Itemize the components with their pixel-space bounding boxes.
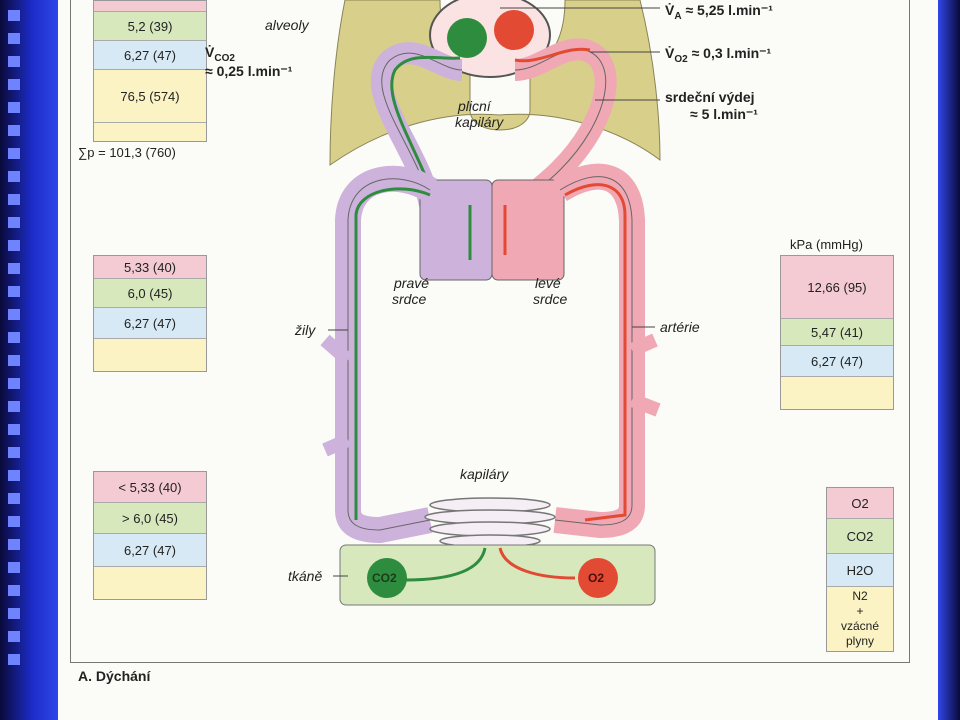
label-arterie: artérie [660, 319, 700, 335]
green-arrow-lung [390, 55, 461, 216]
label-va-value: ≈ 5,25 l.min⁻¹ [685, 2, 773, 18]
alveolus-co2-ball [447, 18, 487, 58]
label-tkane: tkáně [288, 568, 323, 584]
label-vco2-value: ≈ 0,25 l.min⁻¹ [205, 63, 293, 79]
systemic-capillaries [424, 497, 556, 548]
figure-caption: A. Dýchání [78, 668, 151, 684]
vein-branch [320, 334, 353, 366]
legend-n2-line1: N2 [852, 589, 868, 603]
venous-co2-cell: 6,0 (45) [94, 279, 206, 308]
legend-co2: CO2 [827, 519, 893, 554]
diagram-frame [70, 0, 910, 663]
tissue-co2-text: CO2 [372, 571, 397, 585]
vein-branch-2 [322, 433, 351, 457]
alveolar-o2-cell [94, 1, 206, 12]
alveolar-co2-cell: 5,2 (39) [94, 12, 206, 41]
arterial-o2-cell: 12,66 (95) [781, 256, 893, 319]
alveolus-o2-ball [494, 10, 534, 50]
legend-h2o: H2O [827, 554, 893, 587]
legend-n2-line4: plyny [845, 634, 874, 648]
label-prave: pravé [394, 275, 430, 291]
decor-squares [8, 10, 20, 677]
arterial-vessel [553, 163, 645, 539]
label-leve: levé [535, 275, 561, 291]
label-va-symbol: V̇ [665, 2, 675, 18]
arterial-co2-cell: 5,47 (41) [781, 319, 893, 346]
alveolar-column: 5,2 (39) 6,27 (47) 76,5 (574) [93, 0, 207, 142]
artery-branch-2 [629, 393, 661, 417]
gas-legend: O2 CO2 H2O N2 + vzácné plyny [826, 487, 894, 652]
arterial-column: 12,66 (95) 5,47 (41) 6,27 (47) [780, 255, 894, 410]
label-zily: žily [295, 322, 316, 338]
label-vo2-sub: O2 [674, 53, 688, 65]
tissue-h2o-cell: 6,27 (47) [94, 534, 206, 567]
label-vco2-symbol: V̇ [205, 44, 215, 60]
artery-branch [629, 333, 658, 357]
label-alveoly: alveoly [265, 17, 309, 33]
tissue-co2-ball [367, 558, 407, 598]
red-arrow-artery [564, 183, 627, 522]
tissue-o2-text: O2 [588, 571, 605, 585]
venous-n2-cell [94, 339, 206, 371]
tissue-o2-ball [578, 558, 618, 598]
alveolar-n2-extra [94, 123, 206, 141]
label-srdecni-vydej: srdeční výdej [665, 89, 755, 105]
tissue-co2-cell: > 6,0 (45) [94, 503, 206, 534]
right-heart [419, 179, 493, 281]
venous-vessel [335, 165, 438, 544]
kpa-header: kPa (mmHg) [790, 237, 863, 252]
label-plicni-kapilary: kapiláry [455, 114, 504, 130]
green-arrow-tissue [404, 547, 487, 582]
label-va: V̇A ≈ 5,25 l.min⁻¹ [665, 2, 773, 25]
green-arrow-vein [354, 187, 431, 520]
label-plicni: plicní [458, 98, 491, 114]
label-vo2-symbol: V̇ [665, 45, 675, 61]
right-decor-bar [938, 0, 960, 720]
legend-n2: N2 + vzácné plyny [827, 587, 893, 651]
tissue-n2-cell [94, 567, 206, 599]
arterial-n2-cell [781, 377, 893, 409]
label-kapilary: kapiláry [460, 466, 509, 482]
label-prave-srdce: srdce [392, 291, 427, 307]
arterial-h2o-cell: 6,27 (47) [781, 346, 893, 377]
label-leve-srdce: srdce [533, 291, 568, 307]
tissue-o2-cell: < 5,33 (40) [94, 472, 206, 503]
tissue-column: < 5,33 (40) > 6,0 (45) 6,27 (47) [93, 471, 207, 600]
legend-n2-line3: vzácné [840, 619, 880, 633]
legend-o2: O2 [827, 488, 893, 519]
label-va-sub: A [674, 10, 682, 22]
red-arrow-tissue [498, 547, 576, 580]
tissue-block [339, 544, 656, 606]
venous-column: 5,33 (40) 6,0 (45) 6,27 (47) [93, 255, 207, 372]
alveolar-h2o-cell: 6,27 (47) [94, 41, 206, 70]
venous-h2o-cell: 6,27 (47) [94, 308, 206, 339]
label-vo2-value: ≈ 0,3 l.min⁻¹ [691, 45, 772, 61]
alveolar-n2-cell: 76,5 (574) [94, 70, 206, 123]
left-heart [491, 179, 565, 281]
label-vco2: V̇CO2 [205, 44, 235, 67]
label-vco2-sub: CO2 [214, 52, 235, 64]
label-srdecni-vydej-value: ≈ 5 l.min⁻¹ [690, 106, 758, 122]
venous-o2-cell: 5,33 (40) [94, 256, 206, 279]
label-vo2: V̇O2 ≈ 0,3 l.min⁻¹ [665, 45, 771, 68]
left-decor-bar [0, 0, 58, 720]
legend-n2-line2: + [856, 604, 864, 618]
sum-p-label: ∑p = 101,3 (760) [78, 145, 176, 160]
red-arrow-lung [514, 47, 591, 63]
